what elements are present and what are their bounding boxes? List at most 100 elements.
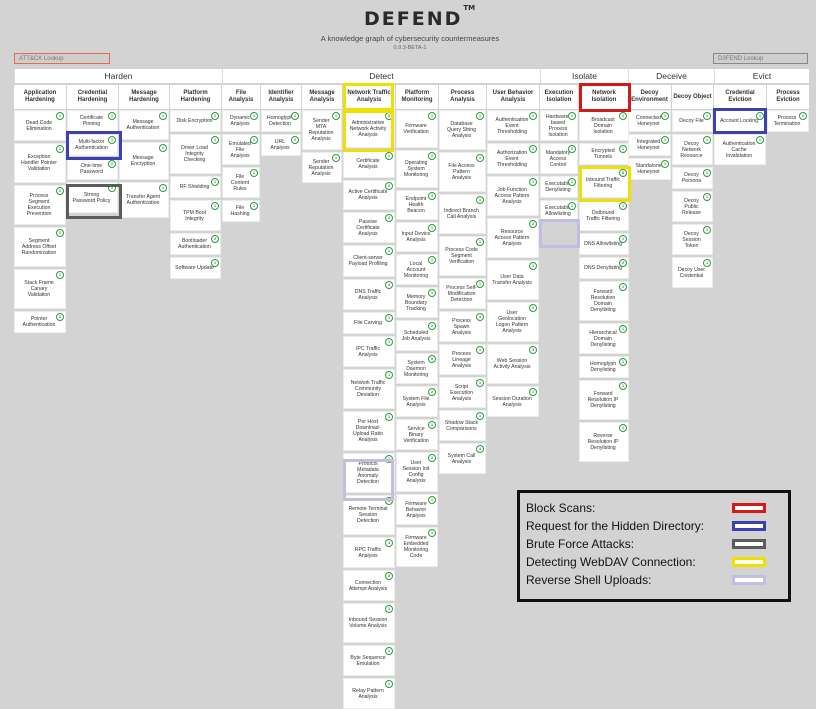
count-badge[interactable]: 1 (428, 256, 436, 264)
count-badge[interactable]: 1 (428, 421, 436, 429)
count-badge[interactable]: 1 (476, 280, 484, 288)
count-badge[interactable]: 1 (385, 152, 393, 160)
count-badge[interactable]: 2 (799, 112, 807, 120)
count-badge[interactable]: 1 (211, 202, 219, 210)
count-badge[interactable]: 8 (619, 169, 627, 177)
count-badge[interactable]: 2 (291, 136, 299, 144)
count-badge[interactable]: 1 (250, 169, 258, 177)
count-badge[interactable]: 1 (250, 202, 258, 210)
technique-message-hardening[interactable]: Message Hardening (119, 85, 169, 109)
count-badge[interactable]: 1 (619, 202, 627, 210)
count-badge[interactable]: 1 (476, 412, 484, 420)
count-badge[interactable]: 1 (476, 154, 484, 162)
count-badge[interactable]: 1 (619, 235, 627, 243)
count-badge[interactable]: 1 (385, 413, 393, 421)
count-badge[interactable]: 1 (661, 136, 669, 144)
technique-process-eviction[interactable]: Process Eviction (767, 85, 809, 109)
count-badge[interactable]: 1 (428, 496, 436, 504)
technique-execution-isolation[interactable]: Execution Isolation (540, 85, 578, 109)
count-badge[interactable]: 2 (619, 259, 627, 267)
count-badge[interactable]: 1 (211, 178, 219, 186)
count-badge[interactable]: 1 (619, 112, 627, 120)
count-badge[interactable]: 1 (385, 338, 393, 346)
count-badge[interactable]: 1 (428, 289, 436, 297)
count-badge[interactable]: 1 (385, 680, 393, 688)
count-badge[interactable]: 1 (250, 136, 258, 144)
technique-network-isolation[interactable]: Network Isolation (579, 85, 629, 109)
count-badge[interactable]: 1 (619, 325, 627, 333)
count-badge[interactable]: 2 (529, 304, 537, 312)
count-badge[interactable]: 1 (529, 388, 537, 396)
technique-user-behavior-analysis[interactable]: User Behavior Analysis (487, 85, 539, 109)
technique-process-analysis[interactable]: Process Analysis (439, 85, 486, 109)
count-badge[interactable]: 1 (476, 238, 484, 246)
count-badge[interactable]: 1 (250, 112, 258, 120)
count-badge[interactable]: 2 (385, 214, 393, 222)
count-badge[interactable]: 2 (428, 152, 436, 160)
card-administrative-network-activity-analysis[interactable]: Administrative Network Activity Analysis… (343, 110, 395, 148)
count-badge[interactable]: 1 (568, 202, 576, 210)
count-badge[interactable]: 4 (385, 281, 393, 289)
count-badge[interactable]: 1 (291, 112, 299, 120)
count-badge[interactable]: 1 (703, 259, 711, 267)
count-badge[interactable]: 1 (159, 184, 167, 192)
technique-message-analysis[interactable]: Message Analysis (302, 85, 342, 109)
count-badge[interactable]: 1 (385, 371, 393, 379)
count-badge[interactable]: 2 (56, 313, 64, 321)
count-badge[interactable]: 1 (108, 112, 116, 120)
count-badge[interactable]: 1 (385, 247, 393, 255)
count-badge[interactable]: 1 (619, 424, 627, 432)
